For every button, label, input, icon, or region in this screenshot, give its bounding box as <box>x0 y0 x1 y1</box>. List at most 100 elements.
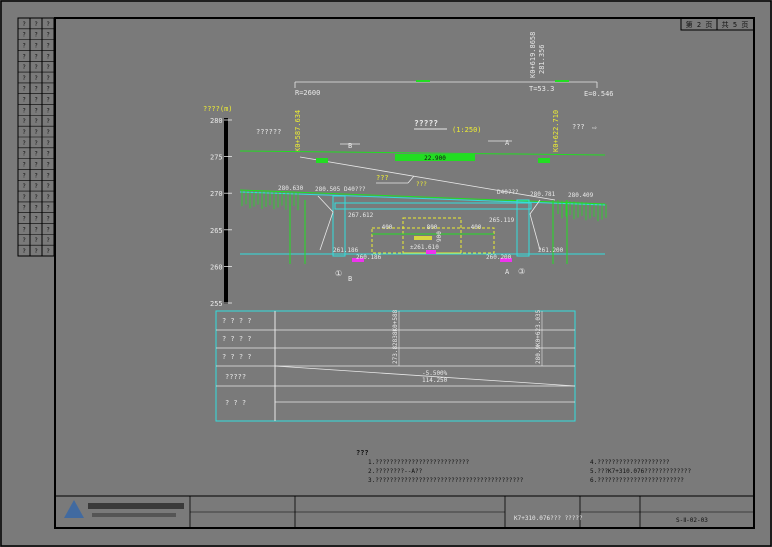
station-top: K0+619.8658 <box>529 32 537 78</box>
company-logo <box>64 500 184 518</box>
side-table-cell: ? <box>46 32 50 39</box>
pier-marker-3: ③ <box>518 267 525 276</box>
elev-left-3: 267.612 <box>348 212 374 219</box>
side-table-cell: ? <box>22 216 26 223</box>
elevation-scale-bar <box>224 118 228 304</box>
side-table-cell: ? <box>34 140 38 147</box>
side-table-cell: ? <box>46 118 50 125</box>
side-table-cell: ? <box>22 226 26 233</box>
side-table-cell: ? <box>46 151 50 158</box>
elev-left-1: 280.630 <box>278 185 304 192</box>
side-table-cell: ? <box>34 97 38 104</box>
profile-data-table: ? ? ? ? ? ? ? ? ? ? ? ? ????? ? ? ? 273.… <box>215 309 576 422</box>
side-table-cell: ? <box>46 53 50 60</box>
side-table-cell: ? <box>34 86 38 93</box>
station-value-left: 273.82838K0+588 <box>392 309 399 364</box>
side-table-cell: ? <box>34 172 38 179</box>
curve-tangent: T=53.3 <box>529 85 554 93</box>
elev-left-4: 261.186 <box>333 247 359 254</box>
revision-side-table: ????????????????????????????????????????… <box>17 17 55 257</box>
note-5: 5.???K7+310.076????????????? <box>590 468 692 475</box>
page-counter: 第 2 页 共 5 页 <box>680 17 755 31</box>
direction-right: ??? <box>572 123 585 131</box>
section-mark-b-bottom: B <box>348 275 352 283</box>
section-mark-a-bottom: A <box>505 268 510 276</box>
row-label-4: ????? <box>225 373 246 381</box>
station-value-right: 280.9K0+623.035 <box>535 309 542 364</box>
side-table-cell: ? <box>34 107 38 114</box>
title-caption: K7+310.076??? ????? <box>514 515 583 522</box>
grade-value: -5.500% <box>422 370 448 377</box>
side-table-cell: ? <box>46 172 50 179</box>
side-table-cell: ? <box>34 64 38 71</box>
drawing-scale: (1:250) <box>452 126 482 134</box>
note-3: 3.??????????????????????????????????????… <box>368 477 524 484</box>
arrow-right-icon: ⇨ <box>592 123 597 132</box>
side-table-cell: ? <box>22 107 26 114</box>
side-table-cell: ? <box>46 75 50 82</box>
section-mark-b-top: B <box>348 142 352 150</box>
right-abutment-station: K0+622.710 <box>552 110 560 152</box>
side-table-cell: ? <box>46 42 50 49</box>
sheet-number: 第 2 页 <box>686 20 713 29</box>
side-table-cell: ? <box>22 140 26 147</box>
side-table-cell: ? <box>22 64 26 71</box>
side-table-cell: ? <box>34 42 38 49</box>
elev-left-2: 280.505 <box>315 186 341 193</box>
elev-left-5: 260.186 <box>356 254 382 261</box>
side-table-cell: ? <box>22 97 26 104</box>
dimension-bar-top <box>395 154 475 161</box>
side-table-cell: ? <box>22 248 26 255</box>
elevation-axis-label: ????(m) <box>203 105 233 113</box>
elevation-tick-label: 260 <box>210 263 223 271</box>
side-table-cell: ? <box>46 183 50 190</box>
side-table-cell: ? <box>22 32 26 39</box>
left-abutment <box>289 195 346 264</box>
row-label-3: ? ? ? ? <box>222 353 252 361</box>
side-table-cell: ? <box>46 129 50 136</box>
row-label-5: ? ? ? <box>225 399 246 407</box>
dimension-top-value: 22.900 <box>424 155 446 162</box>
soil-hatch-right <box>557 200 607 222</box>
side-table-cell: ? <box>34 151 38 158</box>
side-table-cell: ? <box>22 129 26 136</box>
side-table-cell: ? <box>34 183 38 190</box>
elevation-tick-label: 275 <box>210 154 223 162</box>
beam-label-right: D40??? <box>497 189 519 196</box>
side-table-cell: ? <box>46 161 50 168</box>
side-table-cell: ? <box>46 237 50 244</box>
elevation-tick-label: 255 <box>210 300 223 308</box>
side-table-cell: ? <box>22 42 26 49</box>
elev-right-4: 261.200 <box>538 247 564 254</box>
side-table-cell: ? <box>46 21 50 28</box>
side-table-cell: ? <box>46 86 50 93</box>
side-table-cell: ? <box>34 32 38 39</box>
side-table-cell: ? <box>22 53 26 60</box>
right-abutment <box>516 199 568 264</box>
elevation-tick-label: 280 <box>210 117 223 125</box>
station-top-elevation: 281.356 <box>538 44 546 74</box>
side-table-cell: ? <box>22 118 26 125</box>
grade-length: 114.250 <box>422 377 448 384</box>
side-table-cell: ? <box>34 237 38 244</box>
elevation-tick-label: 270 <box>210 190 223 198</box>
elev-right-3: 265.119 <box>489 217 515 224</box>
side-table-cell: ? <box>22 183 26 190</box>
elev-right-2: 280.409 <box>568 192 594 199</box>
box-label-right: ??? <box>416 181 427 188</box>
section-mark-a-top: A <box>505 139 510 147</box>
side-table-cell: ? <box>34 226 38 233</box>
side-table-cell: ? <box>34 21 38 28</box>
side-table-cell: ? <box>34 194 38 201</box>
side-table-cell: ? <box>34 118 38 125</box>
note-4: 4.???????????????????? <box>590 459 670 466</box>
side-table-cell: ? <box>22 237 26 244</box>
notes-heading: ??? <box>356 449 369 457</box>
elev-right-5: 260.200 <box>486 254 512 261</box>
dim-900: 900 <box>436 231 443 242</box>
side-table-cell: ? <box>22 205 26 212</box>
direction-left: ?????? <box>256 128 281 136</box>
side-table-cell: ? <box>22 194 26 201</box>
